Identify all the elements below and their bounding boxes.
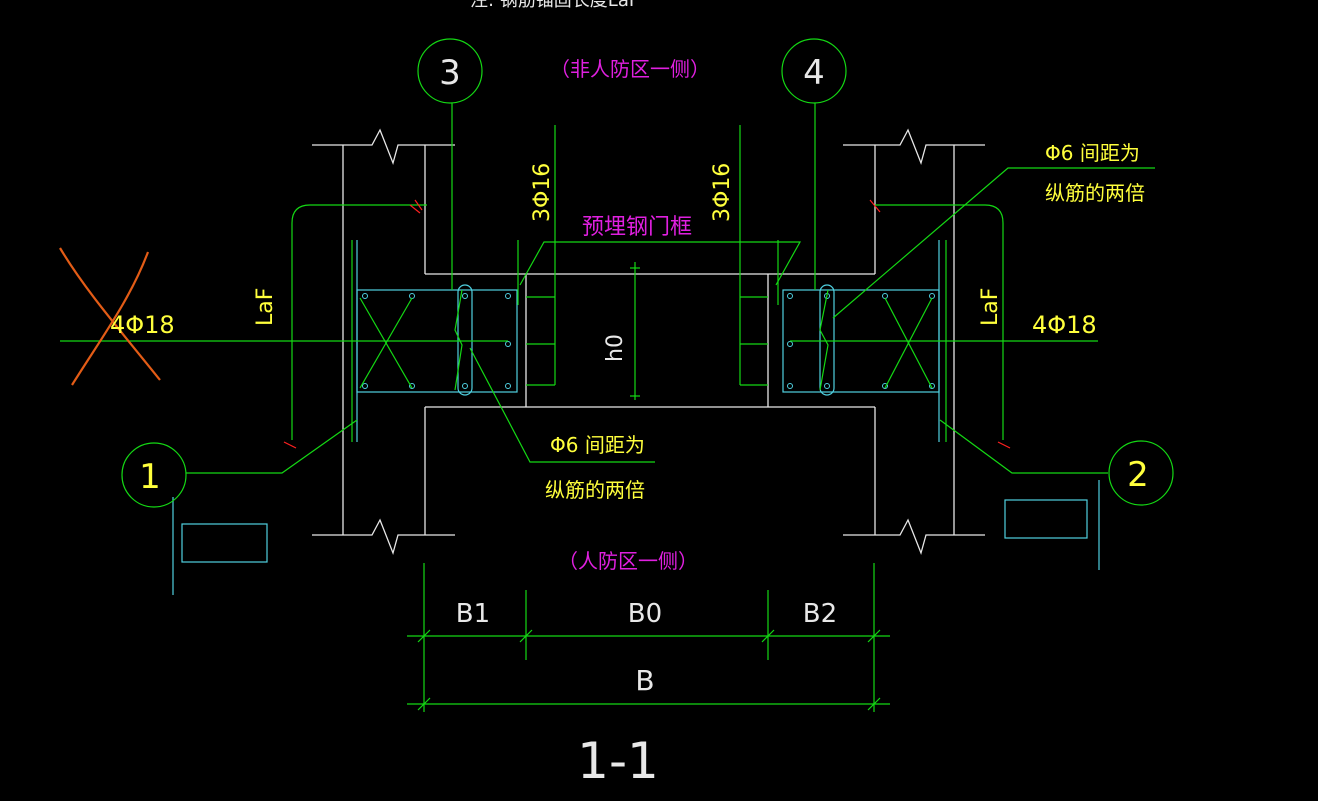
rebar-label-left-vertical: 3Φ16 (530, 163, 555, 222)
rebar-label-left-longitudinal: 4Φ18 (110, 311, 175, 339)
dim-label-b0: B0 (628, 599, 662, 629)
left-wall (312, 128, 455, 556)
left-beam-section (356, 240, 518, 442)
cross-out-mark (59, 247, 161, 386)
h0-dimension (630, 262, 640, 400)
axis-marker-1: 1 (121, 442, 187, 508)
stirrup-note-upper-line2: 纵筋的两倍 (1045, 181, 1145, 205)
h0-label: h0 (603, 334, 628, 362)
stirrup-note-upper-line1: Φ6 间距为 (1045, 141, 1140, 165)
axis-leaders (186, 103, 1108, 474)
anchor-label-left: LaF (253, 288, 278, 326)
top-note: 注: 钢筋锚固长度LaF (470, 0, 639, 11)
stirrup-note-lower-line2: 纵筋的两倍 (545, 478, 645, 502)
axis-label-1: 1 (139, 457, 161, 497)
dim-label-b: B (635, 664, 654, 697)
non-civil-defense-label: （非人防区一侧） (550, 57, 710, 81)
stirrup-leaders (469, 167, 1155, 463)
dim-label-b1: B1 (456, 599, 490, 629)
rebar-label-right-vertical: 3Φ16 (710, 163, 735, 222)
dim-label-b2: B2 (803, 599, 837, 629)
stirrup-note-lower-line1: Φ6 间距为 (550, 433, 645, 457)
embedded-frame-leader (519, 241, 802, 286)
axis-label-4: 4 (803, 53, 825, 93)
anchor-label-right: LaF (978, 288, 1003, 326)
section-marker-left (172, 497, 268, 595)
left-rebar (60, 125, 556, 449)
axis-marker-2: 2 (1108, 440, 1174, 506)
right-wall (843, 128, 985, 556)
civil-defense-label: （人防区一侧） (558, 549, 698, 573)
axis-label-3: 3 (439, 53, 461, 93)
section-marker-right (1004, 480, 1100, 570)
right-rebar (739, 125, 1098, 449)
axis-marker-4: 4 (781, 38, 847, 104)
embedded-frame-label: 预埋钢门框 (582, 215, 692, 240)
section-title: 1-1 (577, 732, 659, 790)
bottom-dimensions (407, 563, 890, 712)
axis-label-2: 2 (1127, 455, 1149, 495)
rebar-label-right-longitudinal: 4Φ18 (1032, 311, 1097, 339)
axis-marker-3: 3 (417, 38, 483, 104)
